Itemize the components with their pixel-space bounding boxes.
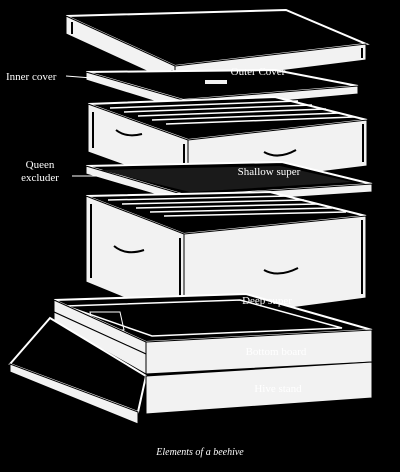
- queen-excluder: [85, 160, 373, 205]
- diagram-caption: Elements of a beehive: [155, 447, 244, 458]
- hive-stand-label: Hive stand: [254, 383, 302, 395]
- inner-cover-label: Inner cover: [6, 71, 57, 83]
- deep-super-frames: [107, 195, 347, 217]
- inner-cover-callout-line: [65, 75, 93, 79]
- callout-lines: [65, 75, 98, 177]
- bottom-board-label: Bottom board: [246, 346, 307, 358]
- outer-cover-label: Outer Cover: [231, 66, 286, 78]
- queen-excluder-label-line2: excluder: [21, 172, 59, 184]
- deep-super-label: Deep super: [242, 295, 292, 307]
- shallow-super-frames: [109, 100, 355, 125]
- bottom-board: [53, 292, 373, 375]
- shallow-super-label: Shallow super: [238, 166, 301, 178]
- hive-stand: [8, 316, 373, 425]
- queen-excluder-label-line1: Queen: [26, 159, 55, 171]
